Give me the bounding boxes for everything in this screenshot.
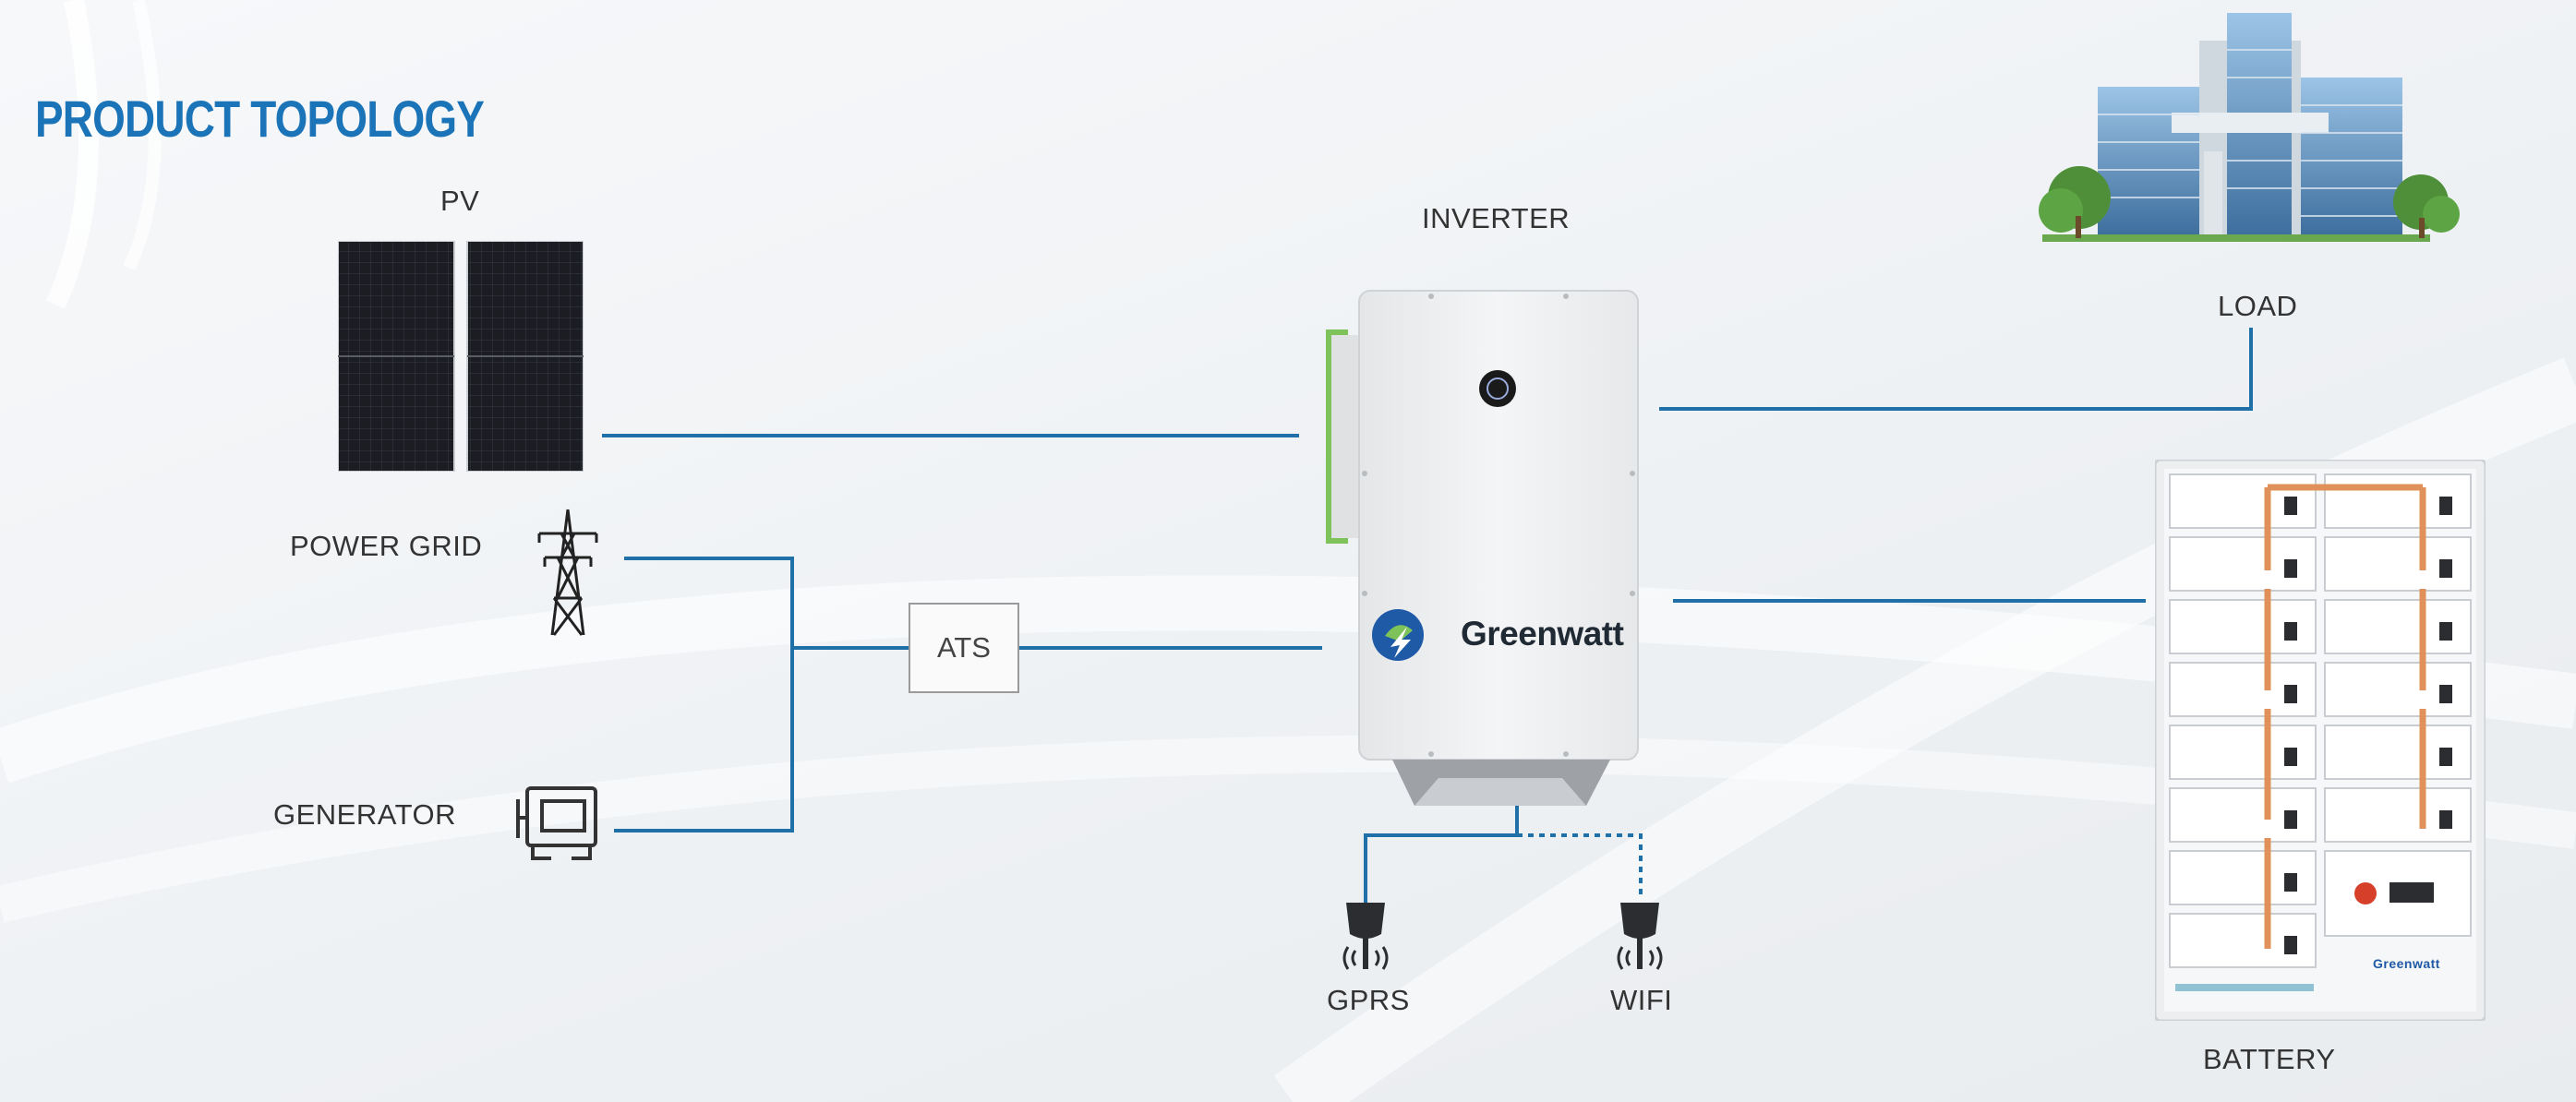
wifi-antenna-icon (1617, 903, 1663, 970)
ats-label: ATS (937, 631, 991, 664)
inverter-brand: Greenwatt (1461, 615, 1624, 653)
solar-panel-icon (338, 241, 584, 472)
ats-box: ATS (909, 603, 1019, 693)
battery-brand: Greenwatt (2373, 956, 2440, 971)
gprs-antenna-icon (1342, 903, 1389, 970)
wifi-connector (1517, 833, 1643, 895)
transmission-tower-icon (537, 509, 598, 636)
power-grid-label: POWER GRID (290, 530, 483, 562)
generator-label: GENERATOR (273, 798, 456, 831)
load-label: LOAD (2218, 290, 2298, 322)
battery-rack (2155, 460, 2486, 1021)
load-connector (1659, 328, 2253, 411)
wifi-label: WIFI (1610, 984, 1673, 1016)
inverter-unit (1326, 290, 1639, 806)
gprs-label: GPRS (1327, 984, 1410, 1016)
pv-label: PV (440, 185, 480, 217)
grid-connector (614, 557, 794, 832)
battery-label: BATTERY (2203, 1043, 2336, 1075)
generator-icon (516, 786, 597, 860)
inverter-label: INVERTER (1422, 202, 1571, 234)
building-icon (2039, 13, 2460, 242)
gprs-connector (1364, 799, 1519, 906)
page-title: PRODUCT TOPOLOGY (35, 90, 485, 148)
